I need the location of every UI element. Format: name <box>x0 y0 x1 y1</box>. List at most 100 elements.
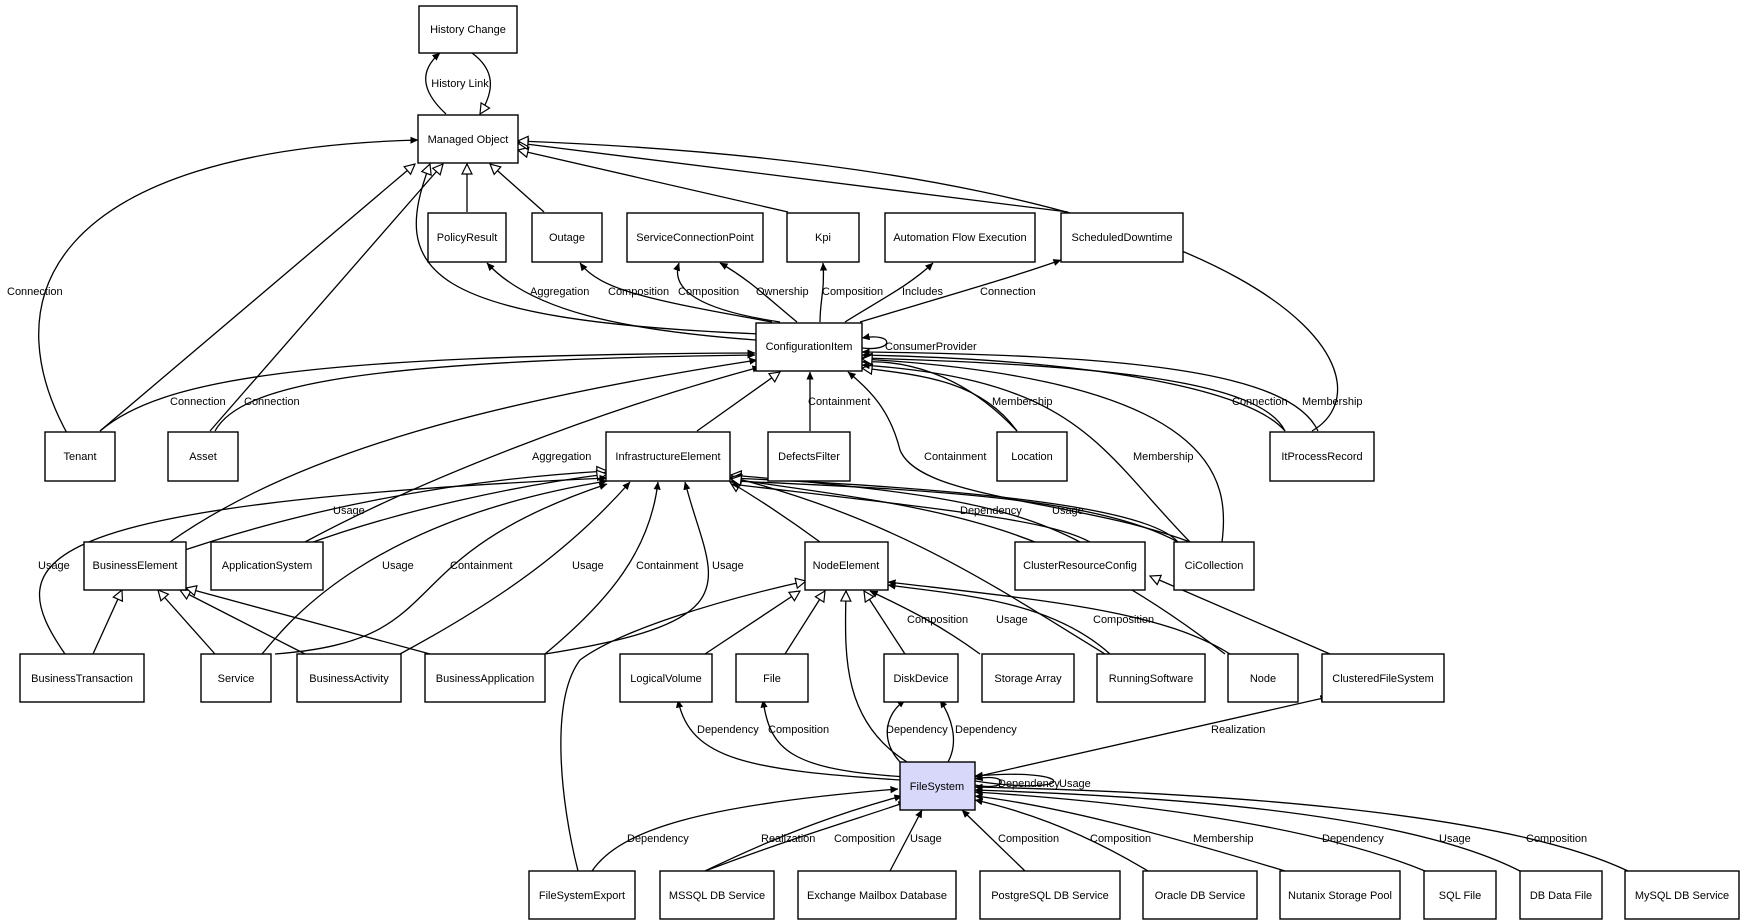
node-configuration-item[interactable]: ConfigurationItem <box>755 322 863 372</box>
svg-text:CiCollection: CiCollection <box>1185 560 1244 572</box>
label-exchange-usage: Usage <box>910 833 942 845</box>
node-file-system-export[interactable]: FileSystemExport <box>528 870 636 920</box>
node-defects-filter[interactable]: DefectsFilter <box>767 431 851 482</box>
edge-kpi-generalizes-mo <box>518 150 789 213</box>
edge-fs-lv-dependency <box>675 699 901 781</box>
node-disk-device[interactable]: DiskDevice <box>883 653 959 703</box>
edge-dbdata-usage-fs <box>974 786 1521 872</box>
label-ci-scp-ownership: Ownership <box>756 286 809 298</box>
label-collection-membership: Membership <box>1133 451 1194 463</box>
node-outage[interactable]: Outage <box>531 212 603 263</box>
edge-rs-generalizes-ie <box>731 477 1106 655</box>
node-service-connection-point[interactable]: ServiceConnectionPoint <box>626 212 764 263</box>
edge-ipr-generalizes-ci <box>862 358 1286 432</box>
label-fs-file-composition: Composition <box>768 724 829 736</box>
node-automation-flow-execution[interactable]: Automation Flow Execution <box>884 212 1036 263</box>
label-bt-usage: Usage <box>38 560 70 572</box>
edge-dd-generalizes-ne <box>864 591 906 655</box>
node-tenant[interactable]: Tenant <box>44 431 116 482</box>
label-tenant-mo-connection: Connection <box>7 286 63 298</box>
node-node[interactable]: Node <box>1227 653 1299 703</box>
edge-mysql-composition-fs <box>974 783 1629 872</box>
edge-labels: History Link Connection Aggregation Comp… <box>7 78 1587 845</box>
node-ci-collection[interactable]: CiCollection <box>1173 541 1255 591</box>
svg-text:Automation Flow Execution: Automation Flow Execution <box>893 232 1026 244</box>
label-bapp-containment: Containment <box>636 560 698 572</box>
edge-tenant-connection-ci <box>99 349 756 432</box>
node-nutanix-storage-pool[interactable]: Nutanix Storage Pool <box>1279 870 1401 920</box>
edge-ipr-membership-ci <box>861 348 1319 432</box>
label-ipr-membership: Membership <box>1302 396 1363 408</box>
edge-nutanix-membership-fs <box>974 793 1286 872</box>
svg-text:LogicalVolume: LogicalVolume <box>630 673 702 685</box>
label-collection-usage: Usage <box>1052 505 1084 517</box>
edge-tenant-generalizes-mo <box>99 164 415 432</box>
node-location[interactable]: Location <box>996 431 1068 482</box>
label-rs-usage: Usage <box>996 614 1028 626</box>
node-it-process-record[interactable]: ItProcessRecord <box>1269 431 1375 482</box>
edge-bt-usage-ie <box>39 474 608 655</box>
node-file[interactable]: File <box>735 653 809 703</box>
node-db-data-file[interactable]: DB Data File <box>1519 870 1603 920</box>
edge-ne-generalizes-ie <box>730 482 821 543</box>
node-oracle-db-service[interactable]: Oracle DB Service <box>1142 870 1258 920</box>
node-business-element[interactable]: BusinessElement <box>83 541 187 591</box>
node-scheduled-downtime[interactable]: ScheduledDowntime <box>1060 212 1184 263</box>
label-fs-cfs-realization: Realization <box>1211 724 1265 736</box>
label-node-composition: Composition <box>1093 614 1154 626</box>
node-managed-object[interactable]: Managed Object <box>417 114 519 164</box>
node-node-element[interactable]: NodeElement <box>804 541 889 591</box>
svg-text:PostgreSQL DB Service: PostgreSQL DB Service <box>991 890 1109 902</box>
edge-fse-dependency-fs <box>591 786 899 872</box>
label-ci-consumer-provider: ConsumerProvider <box>885 341 977 353</box>
node-storage-array[interactable]: Storage Array <box>981 653 1075 703</box>
svg-text:Exchange Mailbox Database: Exchange Mailbox Database <box>807 890 947 902</box>
node-policy-result[interactable]: PolicyResult <box>427 212 507 263</box>
node-mssql-db-service[interactable]: MSSQL DB Service <box>659 870 775 920</box>
node-business-transaction[interactable]: BusinessTransaction <box>19 653 145 703</box>
label-fs-self-dependency: Dependency <box>998 778 1060 790</box>
edge-history-link-up <box>425 52 447 115</box>
svg-text:Managed Object: Managed Object <box>428 134 509 146</box>
node-business-application[interactable]: BusinessApplication <box>424 653 546 703</box>
label-mysql-composition: Composition <box>1526 833 1587 845</box>
edge-oracle-composition-fs <box>974 798 1149 872</box>
node-postgresql-db-service[interactable]: PostgreSQL DB Service <box>979 870 1121 920</box>
svg-text:Node: Node <box>1250 673 1276 685</box>
node-application-system[interactable]: ApplicationSystem <box>210 541 324 591</box>
label-ipr-connection: Connection <box>1232 396 1288 408</box>
node-history-change[interactable]: History Change <box>418 5 518 54</box>
edge-service-generalizes-be <box>158 590 216 655</box>
node-mysql-db-service[interactable]: MySQL DB Service <box>1624 870 1740 920</box>
svg-text:Tenant: Tenant <box>63 451 96 463</box>
svg-text:MSSQL DB Service: MSSQL DB Service <box>669 890 765 902</box>
node-clustered-file-system[interactable]: ClusteredFileSystem <box>1321 653 1445 703</box>
svg-text:ClusteredFileSystem: ClusteredFileSystem <box>1332 673 1433 685</box>
label-sqlfile-dependency: Dependency <box>1322 833 1384 845</box>
edge-mssql-realization-fs <box>704 794 903 872</box>
node-asset[interactable]: Asset <box>167 431 239 482</box>
node-cluster-resource-config[interactable]: ClusterResourceConfig <box>1014 541 1146 591</box>
edge-node-generalizes-ie <box>731 479 1226 655</box>
edges <box>38 52 1629 872</box>
edge-tenant-connection-mo <box>38 136 419 456</box>
node-running-software[interactable]: RunningSoftware <box>1096 653 1206 703</box>
node-service[interactable]: Service <box>200 653 272 703</box>
label-oracle-composition: Composition <box>1090 833 1151 845</box>
edge-collection-membership-ci <box>861 361 1191 543</box>
edge-storage-composition-ne <box>869 590 981 655</box>
label-nutanix-membership: Membership <box>1193 833 1254 845</box>
node-file-system[interactable]: FileSystem <box>899 761 976 811</box>
node-kpi[interactable]: Kpi <box>786 212 860 263</box>
svg-text:BusinessApplication: BusinessApplication <box>436 673 534 685</box>
edge-as-generalizes-ie <box>304 474 607 546</box>
edge-ci-kpi-composition <box>819 262 828 323</box>
edge-mssql-composition-fs <box>704 801 907 872</box>
svg-text:Kpi: Kpi <box>815 232 831 244</box>
edge-be-aggregation-ci <box>169 357 758 543</box>
node-exchange-mailbox-database[interactable]: Exchange Mailbox Database <box>797 870 957 920</box>
node-business-activity[interactable]: BusinessActivity <box>296 653 402 703</box>
node-sql-file[interactable]: SQL File <box>1423 870 1497 920</box>
node-infrastructure-element[interactable]: InfrastructureElement <box>605 431 731 482</box>
node-logical-volume[interactable]: LogicalVolume <box>619 653 713 703</box>
